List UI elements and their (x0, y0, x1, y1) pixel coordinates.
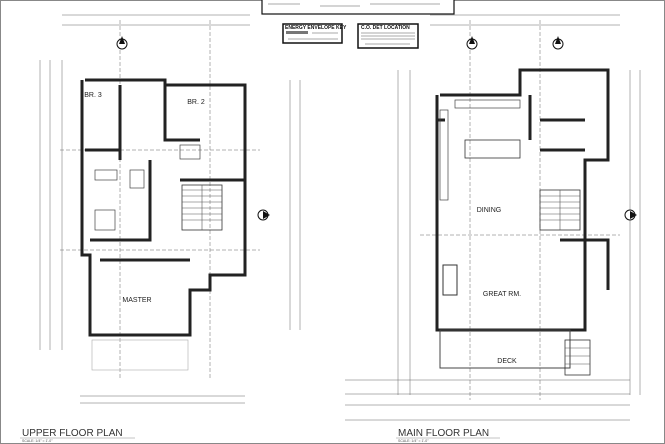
upper-plan-scale: SCALE: 1/4" = 1'-0" (22, 439, 53, 443)
room-label-dining: DINING (477, 207, 502, 214)
co-detector-location-box: C.O. DET LOCATION (357, 23, 419, 49)
energy-key-title: ENERGY ENVELOPE KEY (285, 25, 347, 31)
room-label-br2: BR. 2 (187, 99, 205, 106)
upper-floor-plan: BR. 3 BR. 2 MASTER UPPER FLOOR PLAN SCAL… (20, 14, 301, 443)
room-label-master: MASTER (122, 297, 151, 304)
room-label-deck: DECK (497, 358, 517, 365)
main-plan-title: MAIN FLOOR PLAN (398, 428, 489, 439)
main-stairs (539, 189, 581, 231)
main-floor-plan: DINING GREAT RM. DECK MAIN FLOOR PLAN SC… (345, 14, 641, 443)
upper-plan-title: UPPER FLOOR PLAN (22, 428, 123, 439)
section-marker-icon (257, 209, 270, 221)
upper-stairs (181, 184, 223, 231)
section-marker-icon (624, 209, 637, 221)
co-det-title: C.O. DET LOCATION (361, 25, 410, 31)
room-label-great-room: GREAT RM. (483, 291, 521, 298)
north-arrow-icon (552, 36, 564, 50)
kitchen-island (464, 139, 521, 159)
main-plan-scale: SCALE: 1/4" = 1'-0" (398, 439, 429, 443)
north-arrow-icon (466, 36, 478, 50)
energy-envelope-key: ENERGY ENVELOPE KEY (282, 23, 347, 44)
deck-outline (439, 329, 571, 369)
room-label-br3: BR. 3 (84, 92, 102, 99)
general-notes-box (261, 0, 455, 15)
north-arrow-icon (116, 36, 128, 50)
